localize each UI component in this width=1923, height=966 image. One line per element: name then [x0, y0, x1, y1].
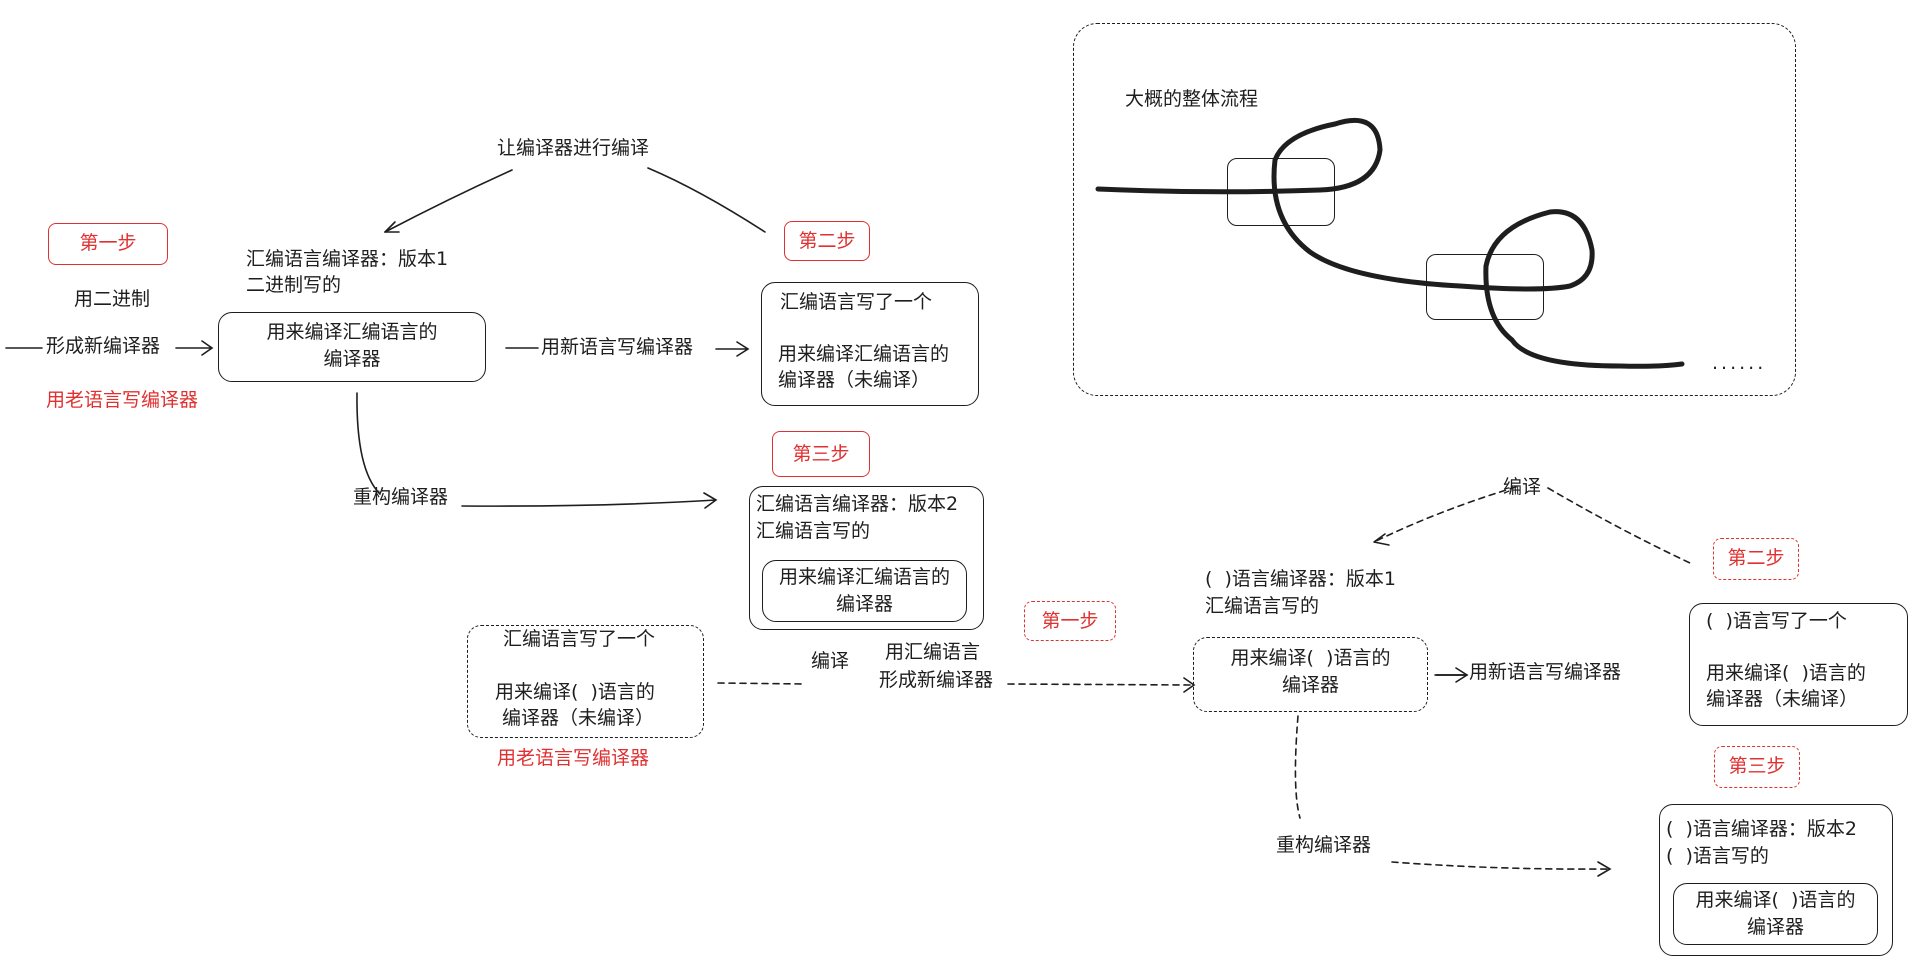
- left-compiler-box: 用来编译汇编语言的 编译器: [218, 312, 486, 382]
- left-old-language: 用老语言写编译器: [46, 389, 199, 411]
- right-lang-v2-inner-box: 用来编译( )语言的 编译器: [1673, 883, 1878, 945]
- arrow-refactor: [461, 492, 718, 509]
- right-compile: 编译: [811, 650, 850, 672]
- left-wrote-one-box: 汇编语言写了一个 用来编译汇编语言的 编译器（未编译）: [761, 282, 979, 406]
- left-step3-badge: 第三步: [772, 431, 870, 477]
- left-wrote-one-line3: 编译器（未编译）: [778, 369, 931, 391]
- right-lang-v1-line1: ( )语言编译器：版本1: [1205, 568, 1396, 590]
- left-asm-v2-inner-box: 用来编译汇编语言的 编译器: [762, 560, 967, 622]
- right-step3-badge: 第三步: [1714, 746, 1800, 788]
- dashed-line-compile: [717, 682, 806, 685]
- right-refactor: 重构编译器: [1276, 834, 1372, 856]
- right-wrote-box: ( )语言写了一个 用来编译( )语言的 编译器（未编译）: [1689, 603, 1908, 726]
- left-step2-badge: 第二步: [784, 221, 870, 261]
- right-inner-line1: 用来编译( )语言的: [1695, 889, 1856, 911]
- left-form-new-compiler: 形成新编译器: [46, 335, 161, 357]
- left-asm-v1-line1: 汇编语言编译器：版本1: [246, 248, 449, 270]
- right-src-line1: 汇编语言写了一个: [503, 628, 656, 650]
- left-wrote-one-line2: 用来编译汇编语言的: [778, 343, 950, 365]
- left-inner-line2: 编译器: [835, 593, 893, 615]
- right-wrote-line2: 用来编译( )语言的: [1706, 662, 1866, 684]
- arrow-new-language: [715, 341, 750, 357]
- right-source-box: 汇编语言写了一个 用来编译( )语言的 编译器（未编译）: [467, 625, 704, 738]
- left-inner-line1: 用来编译汇编语言的: [778, 566, 950, 588]
- right-box-line2: 编译器: [1281, 674, 1339, 696]
- right-step2-badge: 第二步: [1713, 538, 1799, 580]
- overview-panel: [1073, 23, 1796, 396]
- left-compiler-box-line2: 编译器: [323, 348, 381, 370]
- right-new-language: 用新语言写编译器: [1469, 661, 1622, 683]
- left-compiler-box-line1: 用来编译汇编语言的: [266, 321, 438, 343]
- line-refactor-down: [356, 392, 381, 495]
- left-wrote-one-line1: 汇编语言写了一个: [780, 291, 933, 313]
- right-src-line3: 编译器（未编译）: [502, 707, 655, 729]
- dashed-line-refactor-down: [1294, 715, 1301, 819]
- left-step1-badge: 第一步: [48, 223, 168, 265]
- right-inner-line2: 编译器: [1746, 916, 1804, 938]
- right-use-asm-line1: 用汇编语言: [885, 641, 981, 663]
- right-lang-v2-line2: ( )语言写的: [1666, 845, 1769, 867]
- left-refactor: 重构编译器: [353, 486, 449, 508]
- dashed-arc-left: [1373, 486, 1517, 543]
- right-lang-v1-line2: 汇编语言写的: [1205, 595, 1320, 617]
- left-asm-v2-line2: 汇编语言写的: [756, 520, 871, 542]
- overview-squiggle: [1095, 117, 1685, 369]
- arc-step2-to-label: [647, 167, 766, 233]
- left-asm-v1-line2: 二进制写的: [246, 274, 342, 296]
- right-use-asm-line2: 形成新编译器: [879, 669, 994, 691]
- arrow-to-compiler-box: [175, 340, 214, 356]
- dashed-arc-right: [1547, 487, 1691, 564]
- overview-ellipsis: ......: [1712, 352, 1767, 374]
- left-new-language: 用新语言写编译器: [541, 336, 694, 358]
- right-box-line1: 用来编译( )语言的: [1230, 647, 1391, 669]
- left-asm-v2-line1: 汇编语言编译器：版本2: [756, 493, 959, 515]
- right-old-language: 用老语言写编译器: [497, 747, 650, 769]
- left-use-binary: 用二进制: [74, 288, 151, 310]
- right-wrote-line1: ( )语言写了一个: [1706, 610, 1847, 632]
- overview-window-1: [1227, 158, 1335, 226]
- overview-window-2: [1426, 254, 1544, 320]
- dashed-line-to-box: [1007, 683, 1193, 686]
- left-let-compiler-compile: 让编译器进行编译: [497, 137, 650, 159]
- right-lang-v2-box: ( )语言编译器：版本2 ( )语言写的 用来编译( )语言的 编译器: [1659, 804, 1893, 956]
- right-wrote-line3: 编译器（未编译）: [1706, 688, 1859, 710]
- overview-title: 大概的整体流程: [1125, 88, 1259, 110]
- right-step1-badge: 第一步: [1024, 601, 1116, 641]
- dashed-arrow-refactor: [1391, 861, 1611, 870]
- right-compiler-box: 用来编译( )语言的 编译器: [1193, 637, 1428, 712]
- right-lang-v2-line1: ( )语言编译器：版本2: [1666, 818, 1857, 840]
- left-asm-v2-box: 汇编语言编译器：版本2 汇编语言写的 用来编译汇编语言的 编译器: [749, 486, 984, 630]
- right-compile-top: 编译: [1503, 476, 1542, 498]
- right-src-line2: 用来编译( )语言的: [495, 681, 655, 703]
- arc-compile-to-v1: [384, 169, 513, 233]
